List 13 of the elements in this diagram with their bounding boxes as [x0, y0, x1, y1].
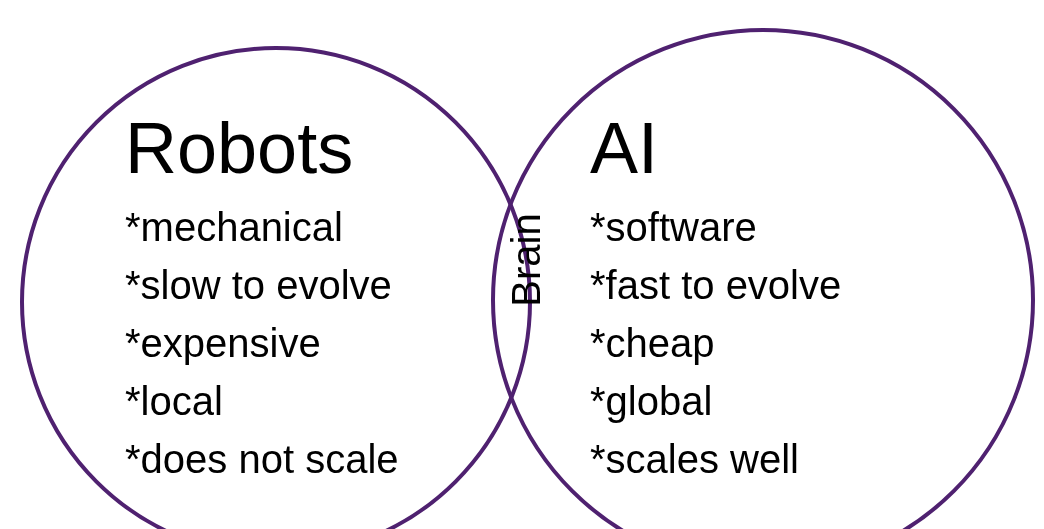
bullet-item: *scales well [590, 439, 799, 479]
circle-heading: AI [590, 112, 659, 184]
bullet-item: *global [590, 381, 713, 421]
circle-heading: Robots [125, 112, 354, 184]
bullet-item: *local [125, 381, 223, 421]
bullet-item: *does not scale [125, 439, 399, 479]
bullet-item: *expensive [125, 323, 321, 363]
bullet-item: *mechanical [125, 207, 343, 247]
bullet-item: *fast to evolve [590, 265, 842, 305]
bullet-item: *software [590, 207, 757, 247]
bullet-item: *slow to evolve [125, 265, 392, 305]
overlap-label: Brain [506, 213, 546, 307]
bullet-item: *cheap [590, 323, 715, 363]
